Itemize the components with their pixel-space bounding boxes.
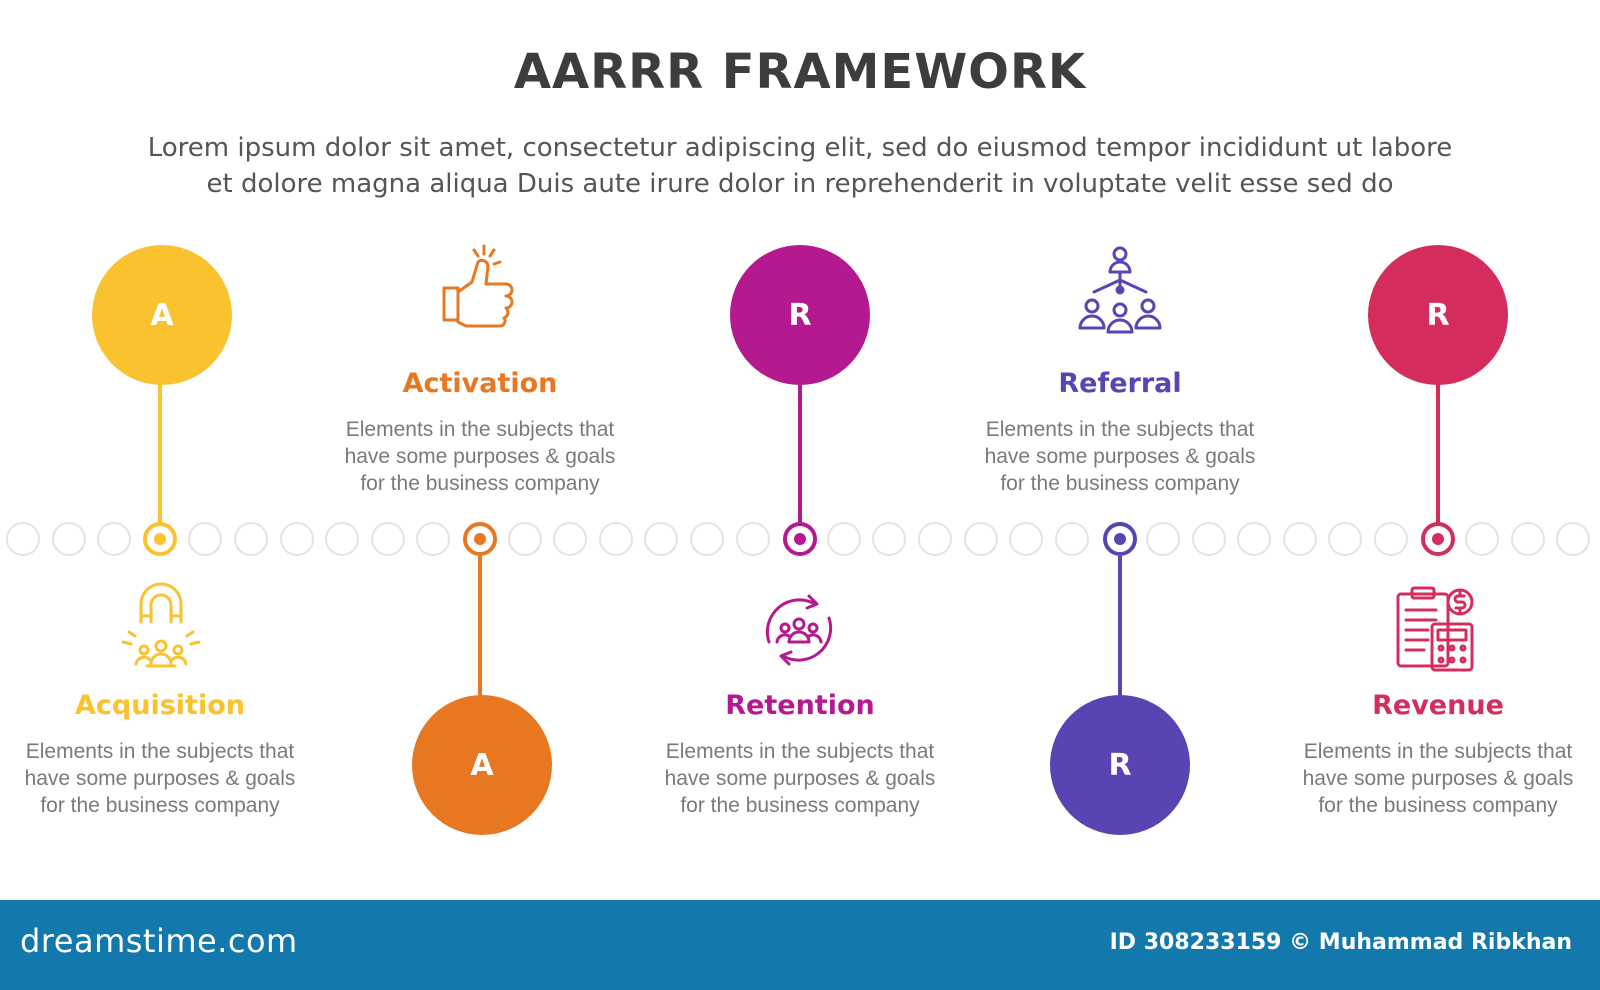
footer-bar: dreamstime.com ID 308233159 © Muhammad R…	[0, 900, 1600, 990]
timeline-dot	[1192, 522, 1226, 556]
timeline-dot	[872, 522, 906, 556]
timeline-dot	[1055, 522, 1089, 556]
referral-circle: R	[1050, 695, 1190, 835]
activation-description: Elements in the subjects that have some …	[344, 418, 616, 495]
activation-letter: A	[470, 747, 494, 783]
timeline-dot	[918, 522, 952, 556]
timeline-dot	[280, 522, 314, 556]
timeline-dot	[1374, 522, 1408, 556]
timeline-dot	[1237, 522, 1271, 556]
timeline-dot	[508, 522, 542, 556]
acquisition-circle: A	[92, 245, 232, 385]
timeline-dot	[827, 522, 861, 556]
referral-letter: R	[1108, 747, 1132, 783]
subtitle-line-2: et dolore magna aliqua Duis aute irure d…	[206, 169, 1394, 199]
activation-circle: A	[412, 695, 552, 835]
timeline-dot	[1465, 522, 1499, 556]
timeline-dot	[188, 522, 222, 556]
referral-node	[1103, 522, 1137, 556]
clipboard-calculator-icon	[1396, 586, 1474, 672]
timeline-dot	[1283, 522, 1317, 556]
timeline-dot	[1009, 522, 1043, 556]
thumbs-up-icon	[442, 244, 514, 328]
revenue-title: Revenue	[1372, 690, 1504, 721]
revenue-node	[1421, 522, 1455, 556]
page-title: AARRR FRAMEWORK	[513, 44, 1087, 100]
timeline-dot	[1511, 522, 1545, 556]
acquisition-stem	[158, 382, 162, 524]
timeline-dot	[6, 522, 40, 556]
retention-letter: R	[788, 297, 812, 333]
referral-description: Elements in the subjects that have some …	[984, 418, 1256, 495]
retention-description: Elements in the subjects that have some …	[664, 740, 936, 817]
timeline-dot	[1146, 522, 1180, 556]
revenue-letter: R	[1426, 297, 1450, 333]
timeline-dot	[644, 522, 678, 556]
timeline-dot	[690, 522, 724, 556]
timeline-dot	[97, 522, 131, 556]
revenue-description: Elements in the subjects that have some …	[1302, 740, 1574, 817]
timeline-dot	[52, 522, 86, 556]
timeline-dot	[964, 522, 998, 556]
timeline-dot	[371, 522, 405, 556]
activation-title: Activation	[402, 368, 558, 399]
retention-title: Retention	[725, 690, 875, 721]
timeline-dot	[325, 522, 359, 556]
referral-title: Referral	[1058, 368, 1182, 399]
acquisition-title: Acquisition	[75, 690, 245, 721]
referral-stem	[1118, 556, 1122, 698]
activation-stem	[478, 556, 482, 698]
retention-stem	[798, 382, 802, 524]
footer-credit: ID 308233159 © Muhammad Ribkhan	[1109, 930, 1572, 955]
acquisition-letter: A	[150, 297, 174, 333]
timeline-dot	[234, 522, 268, 556]
retention-circle: R	[730, 245, 870, 385]
magnet-people-icon	[121, 582, 201, 668]
revenue-stem	[1436, 382, 1440, 524]
network-people-icon	[1078, 246, 1162, 334]
retention-node	[783, 522, 817, 556]
timeline-dot	[553, 522, 587, 556]
timeline-dot	[1328, 522, 1362, 556]
timeline-dot	[599, 522, 633, 556]
timeline-dot	[1556, 522, 1590, 556]
page-subtitle: Lorem ipsum dolor sit amet, consectetur …	[60, 130, 1540, 202]
footer-logo[interactable]: dreamstime.com	[20, 922, 298, 960]
cycle-people-icon	[765, 594, 833, 666]
activation-node	[463, 522, 497, 556]
timeline-dot	[736, 522, 770, 556]
timeline-dot	[416, 522, 450, 556]
revenue-circle: R	[1368, 245, 1508, 385]
subtitle-line-1: Lorem ipsum dolor sit amet, consectetur …	[147, 133, 1453, 163]
acquisition-node	[143, 522, 177, 556]
acquisition-description: Elements in the subjects that have some …	[24, 740, 296, 817]
